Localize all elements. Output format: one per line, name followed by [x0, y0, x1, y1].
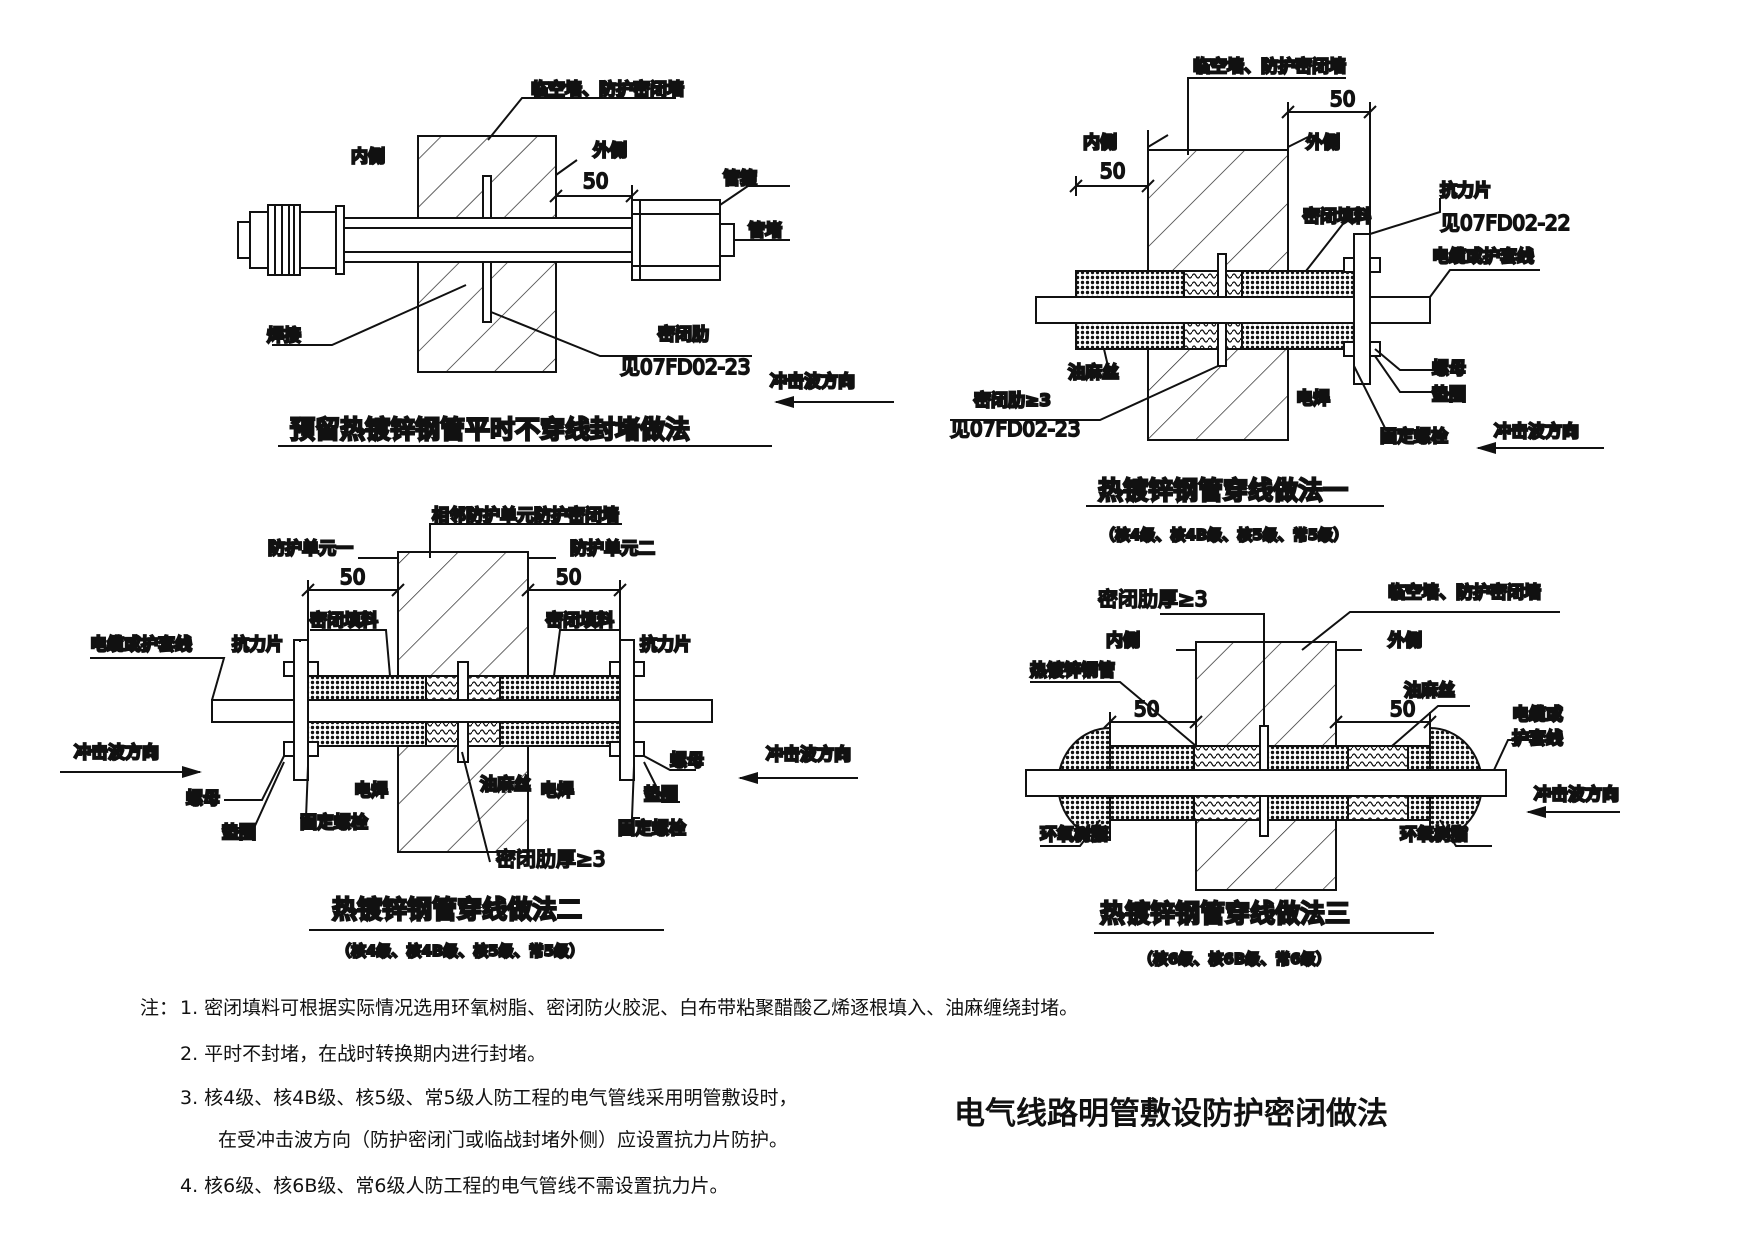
notes-block: 注： 1. 密闭填料可根据实际情况选用环氧树脂、密闭防火胶泥、白布带粘聚醋酸乙烯…	[140, 997, 1078, 1197]
d2-rib-label: 密闭肋≥3	[974, 390, 1051, 411]
d3-bolt1-label: 固定螺栓	[300, 812, 368, 833]
d2-wave-label: 冲击波方向	[1494, 421, 1579, 442]
d1-wall-label: 临空墙、防护密闭墙	[531, 79, 684, 100]
note-4: 4. 核6级、核6B级、常6级人防工程的电气管线不需设置抗力片。	[180, 1175, 728, 1197]
main-title: 电气线路明管敷设防护密闭做法	[954, 1096, 1388, 1132]
d2-weld-label: 电焊	[1296, 388, 1330, 409]
d1-plug	[719, 223, 735, 257]
d3-plate2-label: 抗力片	[640, 634, 691, 655]
d2-rib-ref: 见07FD02-23	[950, 417, 1080, 441]
d4-wave-label: 冲击波方向	[1534, 784, 1619, 805]
d2-filler-label: 密闭填料	[1303, 206, 1371, 227]
d4-inner-label: 内侧	[1106, 630, 1140, 651]
d2-cable-label: 电缆或护套线	[1432, 246, 1534, 267]
d2-wall-label: 临空墙、防护密闭墙	[1193, 56, 1346, 77]
d3-dim2: 50	[556, 565, 581, 589]
d2-bolt-label: 固定螺栓	[1380, 426, 1448, 447]
d1-wave-label: 冲击波方向	[770, 371, 855, 392]
d3-plate-right	[619, 639, 635, 781]
d1-rib-label: 密闭肋	[658, 324, 709, 345]
d3-subtitle: （核4级、核4B级、核5级、常5级）	[336, 942, 584, 960]
d2-plate-ref: 见07FD02-22	[1440, 211, 1570, 235]
d4-wall-label: 临空墙、防护密闭墙	[1388, 582, 1541, 603]
d4-dim1: 50	[1134, 697, 1159, 721]
diagram-method-two: 相邻防护单元防护密闭墙 防护单元一 防护单元二 50 50 密闭填料 密闭填料 …	[60, 504, 858, 961]
d3-cable-label: 电缆或护套线	[90, 634, 192, 655]
note-1: 1. 密闭填料可根据实际情况选用环氧树脂、密闭防火胶泥、白布带粘聚醋酸乙烯逐根填…	[180, 997, 1078, 1019]
d3-cable	[211, 699, 713, 723]
d2-washer-label: 垫圈	[1432, 384, 1466, 405]
d3-unit1-label: 防护单元一	[268, 538, 353, 559]
d1-outer-label: 外侧	[593, 140, 627, 161]
d4-epoxy2-label: 环氧树脂	[1400, 824, 1468, 845]
d2-inner-label: 内侧	[1083, 132, 1117, 153]
diagram-method-three: 密闭肋厚≥3 临空墙、防护密闭墙 内侧 外侧 热镀锌钢管 油麻丝 50 50 电…	[1025, 581, 1620, 969]
notes-prefix: 注：	[140, 997, 178, 1019]
d3-filler2-label: 密闭填料	[546, 610, 614, 631]
d3-washer2-label: 垫圈	[644, 784, 678, 805]
d3-nut2-label: 螺母	[670, 751, 704, 771]
d3-plate1-label: 抗力片	[232, 634, 283, 655]
d3-filler1-label: 密闭填料	[310, 610, 378, 631]
d3-wave1-label: 冲击波方向	[74, 742, 159, 763]
d3-title: 热镀锌钢管穿线做法二	[332, 895, 582, 924]
d3-dim1: 50	[340, 565, 365, 589]
diagram-method-one: 临空墙、防护密闭墙 50 内侧 外侧 50 抗力片 见07FD02-22 密闭填…	[949, 55, 1604, 545]
d3-wall-label: 相邻防护单元防护密闭墙	[432, 505, 619, 526]
d1-pipe	[341, 217, 633, 263]
d4-rib-label: 密闭肋厚≥3	[1098, 587, 1207, 611]
d1-plug-label: 管堵	[748, 220, 782, 241]
d3-washer1-label: 垫圈	[222, 822, 256, 843]
d3-hemp-label: 油麻丝	[480, 774, 531, 795]
d2-dim-in: 50	[1100, 159, 1125, 183]
d1-coupling	[631, 199, 721, 281]
d3-plate-left	[293, 639, 309, 781]
d4-epoxy1-label: 环氧树脂	[1040, 824, 1108, 845]
d3-weld1-label: 电焊	[354, 780, 388, 801]
d3-weld2-label: 电焊	[540, 780, 574, 801]
d3-wave2-label: 冲击波方向	[766, 744, 851, 765]
d4-outer-label: 外侧	[1388, 630, 1422, 651]
d2-subtitle: （核4级、核4B级、核5级、常5级）	[1100, 526, 1348, 544]
d1-dim-50: 50	[583, 169, 608, 193]
d2-title: 热镀锌钢管穿线做法一	[1098, 476, 1348, 505]
d2-plate	[1353, 233, 1371, 385]
d4-cable	[1025, 769, 1507, 797]
d2-outer-label: 外侧	[1306, 132, 1340, 153]
diagram-reserved-pipe-plug: 临空墙、防护密闭墙 内侧 外侧 50 管箍 管堵 焊接 密闭肋 见07FD02-…	[237, 78, 894, 447]
note-3-line1: 3. 核4级、核4B级、核5级、常5级人防工程的电气管线采用明管敷设时，	[180, 1087, 798, 1109]
d1-title: 预留热镀锌钢管平时不穿线封堵做法	[290, 415, 690, 444]
d1-weld-label: 焊接	[267, 325, 301, 346]
d3-unit2-label: 防护单元二	[570, 538, 655, 559]
d4-subtitle: （核6级、核6B级、常6级）	[1138, 950, 1331, 968]
note-2: 2. 平时不封堵，在战时转换期内进行封堵。	[180, 1043, 546, 1065]
d3-bolt2-label: 固定螺栓	[618, 818, 686, 839]
d2-dim-out: 50	[1330, 87, 1355, 111]
d1-inner-label: 内侧	[351, 146, 385, 167]
d1-ref-label: 见07FD02-23	[620, 355, 750, 379]
d4-title: 热镀锌钢管穿线做法三	[1100, 899, 1350, 928]
d2-plate-label: 抗力片	[1440, 180, 1491, 201]
d3-rib-label: 密闭肋厚≥3	[496, 847, 605, 871]
note-3-line2: 在受冲击波方向（防护密闭门或临战封堵外侧）应设置抗力片防护。	[218, 1129, 788, 1151]
d4-hemp-label: 油麻丝	[1404, 680, 1455, 701]
d4-dim2: 50	[1390, 697, 1415, 721]
d1-cap-label: 管箍	[723, 168, 757, 189]
d3-nut1-label: 螺母	[186, 789, 220, 809]
d4-pipe-label: 热镀锌钢管	[1030, 660, 1115, 681]
d4-cable2-label: 护套线	[1512, 728, 1563, 749]
d2-hemp-label: 油麻丝	[1068, 362, 1119, 383]
d2-nut-label: 螺母	[1432, 359, 1466, 379]
d4-cable1-label: 电缆或	[1512, 704, 1563, 725]
